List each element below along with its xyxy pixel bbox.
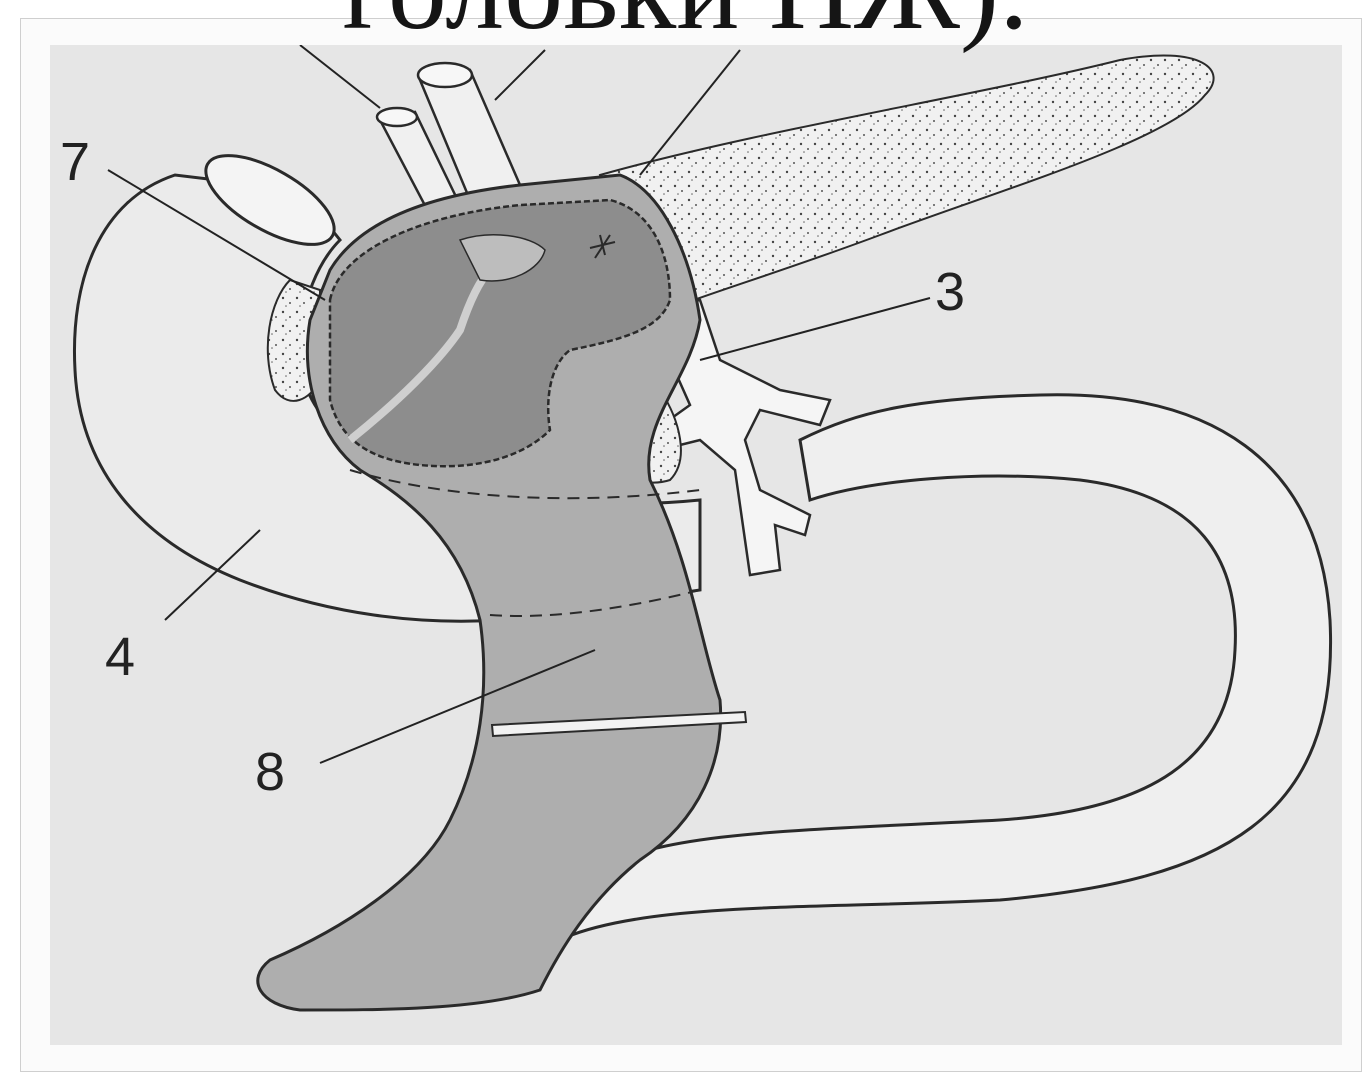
callout-3: 3 [935,262,965,322]
vessel-lower-lumen [377,108,417,126]
callout-7: 7 [60,132,90,192]
slide-title: головки ПЖ). [0,0,1371,48]
callout-8: 8 [255,742,285,802]
callout-4: 4 [105,627,135,687]
vessel-upper-lumen [418,63,472,87]
